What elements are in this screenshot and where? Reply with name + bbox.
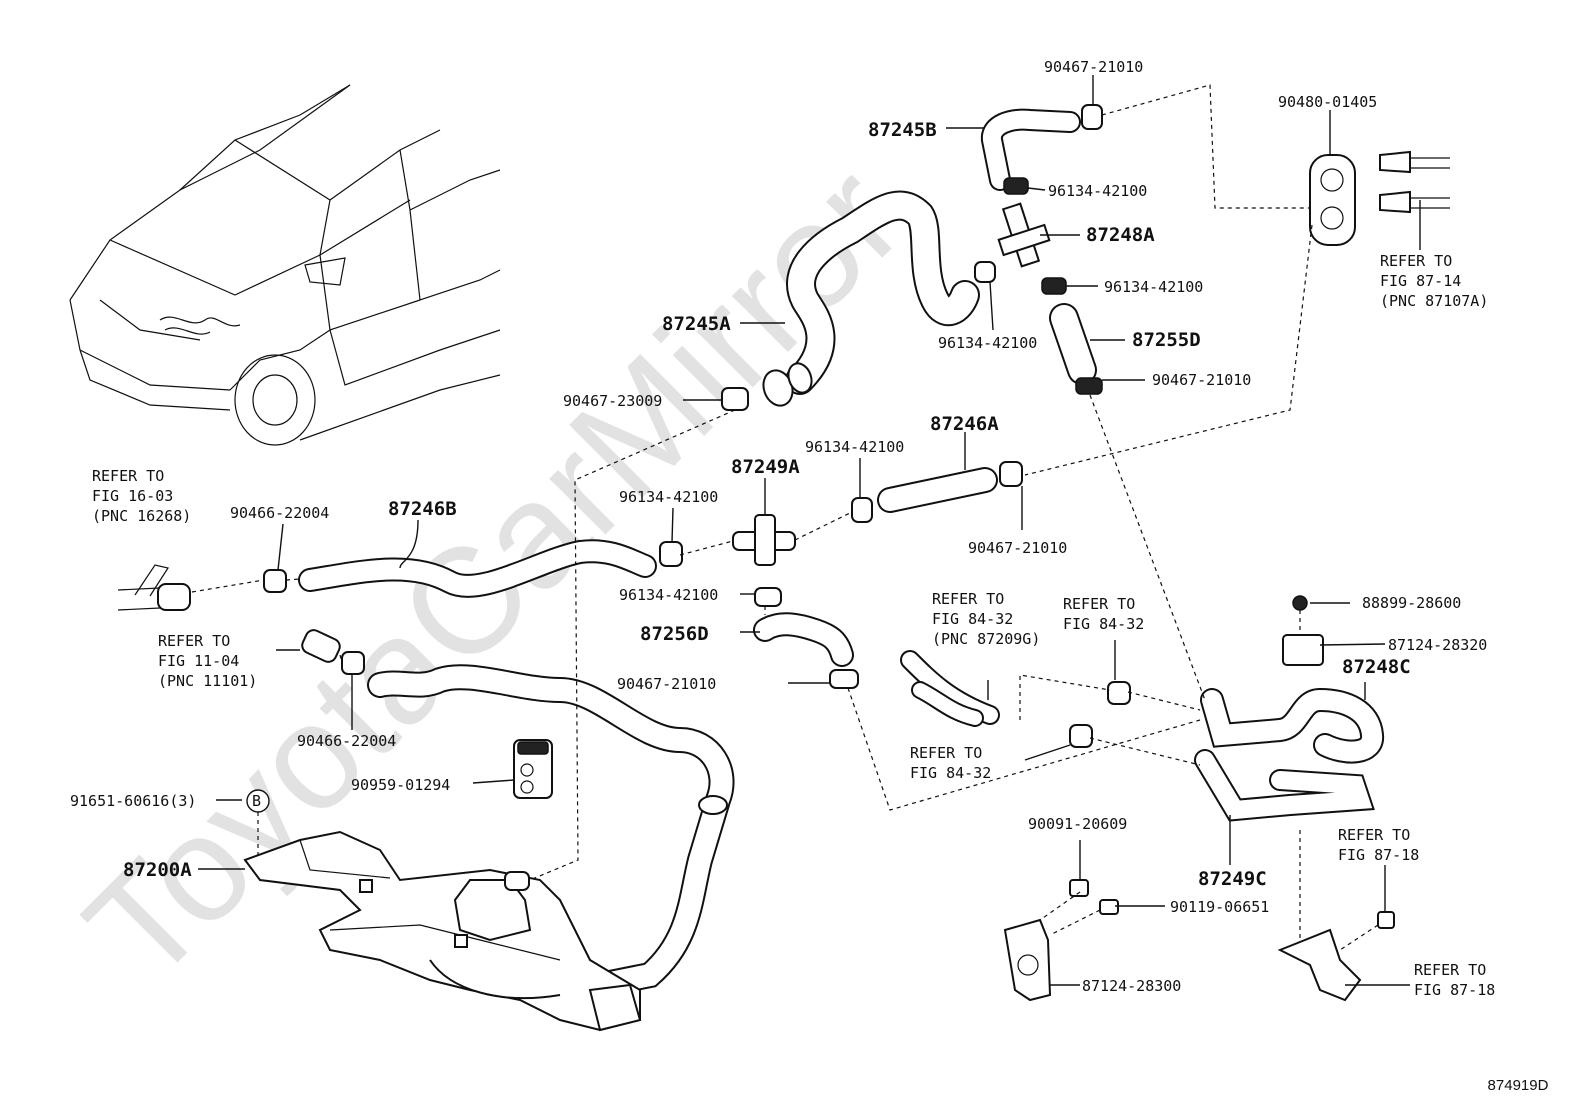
label-90467-21010-low: 90467-21010 [617, 675, 716, 693]
hose-87246B [298, 539, 657, 598]
label-87255D: 87255D [1132, 329, 1201, 351]
label-87200A: 87200A [123, 859, 192, 881]
label-96134-42100-e: 96134-42100 [619, 488, 718, 506]
hose-main-lower [367, 664, 735, 998]
ref-fig-84-32-a-line2: FIG 84-32 [932, 610, 1013, 628]
ref-fig-16-03-line1: REFER TO [92, 467, 164, 485]
label-96134-42100-c: 96134-42100 [938, 334, 1037, 352]
label-87245B: 87245B [868, 119, 937, 141]
hose-87249C [1194, 749, 1375, 822]
block-90959-01294 [513, 739, 553, 799]
label-90466-22004-a: 90466-22004 [230, 504, 329, 522]
label-87249A: 87249A [731, 456, 800, 478]
pipe-refer-16-03 [117, 564, 191, 611]
ref-fig-87-14-line2: FIG 87-14 [1380, 272, 1461, 290]
ref-fig-16-03-line3: (PNC 16268) [92, 507, 191, 525]
canister-87200A [243, 830, 642, 1032]
ref-fig-84-32-a-line1: REFER TO [932, 590, 1004, 608]
label-87124-28300: 87124-28300 [1082, 977, 1181, 995]
ref-fig-87-14-line3: (PNC 87107A) [1380, 292, 1488, 310]
label-87249C: 87249C [1198, 868, 1267, 890]
label-87246A: 87246A [930, 413, 999, 435]
bracket-refer-87-18 [1277, 911, 1395, 1002]
callout-b-letter: B [252, 792, 261, 810]
ref-fig-11-04-line2: FIG 11-04 [158, 652, 239, 670]
label-90467-21010-mid: 90467-21010 [1152, 371, 1251, 389]
ref-fig-87-18-a-line2: FIG 87-18 [1338, 846, 1419, 864]
ref-fig-84-32-c-line1: REFER TO [910, 744, 982, 762]
hose-refer-84-32 [900, 650, 1000, 727]
label-96134-42100-a: 96134-42100 [1048, 182, 1147, 200]
dashed-connectors [191, 84, 1379, 951]
ref-fig-87-18-b-line2: FIG 87-18 [1414, 981, 1495, 999]
joint-87248A [997, 202, 1051, 268]
label-96134-42100-b: 96134-42100 [1104, 278, 1203, 296]
bracket-87124-28300 [1003, 879, 1119, 1002]
hose-87255D [1049, 303, 1097, 385]
ref-fig-11-04-line1: REFER TO [158, 632, 230, 650]
label-96134-42100-f: 96134-42100 [619, 586, 718, 604]
ref-fig-84-32-c-line2: FIG 84-32 [910, 764, 991, 782]
pipe-refer-11-04 [301, 629, 341, 663]
label-90091-20609: 90091-20609 [1028, 815, 1127, 833]
joint-87249A [732, 514, 796, 566]
label-90467-23009: 90467-23009 [563, 392, 662, 410]
label-91651-60616: 91651-60616(3) [70, 792, 196, 810]
label-90119-06651: 90119-06651 [1170, 898, 1269, 916]
vehicle-illustration [69, 84, 501, 446]
label-96134-42100-d: 96134-42100 [805, 438, 904, 456]
ref-fig-84-32-a-line3: (PNC 87209G) [932, 630, 1040, 648]
ref-fig-11-04-line3: (PNC 11101) [158, 672, 257, 690]
part-labels: 87245B 90467-21010 90480-01405 96134-421… [70, 58, 1487, 995]
hose-87246A [877, 467, 998, 513]
figure-code: 874919D [1488, 1077, 1549, 1094]
label-87248A: 87248A [1086, 224, 1155, 246]
hose-87248C [1200, 687, 1384, 764]
grommet-90480-01405 [1309, 150, 1450, 246]
label-87248C: 87248C [1342, 656, 1411, 678]
clamp-icon [263, 104, 1324, 748]
ref-fig-84-32-b-line2: FIG 84-32 [1063, 615, 1144, 633]
label-87256D: 87256D [640, 623, 709, 645]
label-87246B: 87246B [388, 498, 457, 520]
hose-87245A [762, 190, 980, 407]
reference-notes: REFER TO FIG 87-14 (PNC 87107A) REFER TO… [92, 252, 1495, 999]
hose-87256D [753, 612, 854, 667]
label-90467-21010-r: 90467-21010 [968, 539, 1067, 557]
callout-b: B [246, 789, 270, 813]
label-90959-01294: 90959-01294 [351, 776, 450, 794]
label-87124-28320: 87124-28320 [1388, 636, 1487, 654]
leader-lines [198, 75, 1421, 986]
ref-fig-16-03-line2: FIG 16-03 [92, 487, 173, 505]
hose-87245B [981, 108, 1081, 191]
label-90480-01405: 90480-01405 [1278, 93, 1377, 111]
ref-fig-87-18-a-line1: REFER TO [1338, 826, 1410, 844]
ref-fig-87-14-line1: REFER TO [1380, 252, 1452, 270]
label-90466-22004-b: 90466-22004 [297, 732, 396, 750]
ref-fig-87-18-b-line1: REFER TO [1414, 961, 1486, 979]
label-87245A: 87245A [662, 313, 731, 335]
ref-fig-84-32-b-line1: REFER TO [1063, 595, 1135, 613]
label-88899-28600: 88899-28600 [1362, 594, 1461, 612]
label-90467-21010-top: 90467-21010 [1044, 58, 1143, 76]
